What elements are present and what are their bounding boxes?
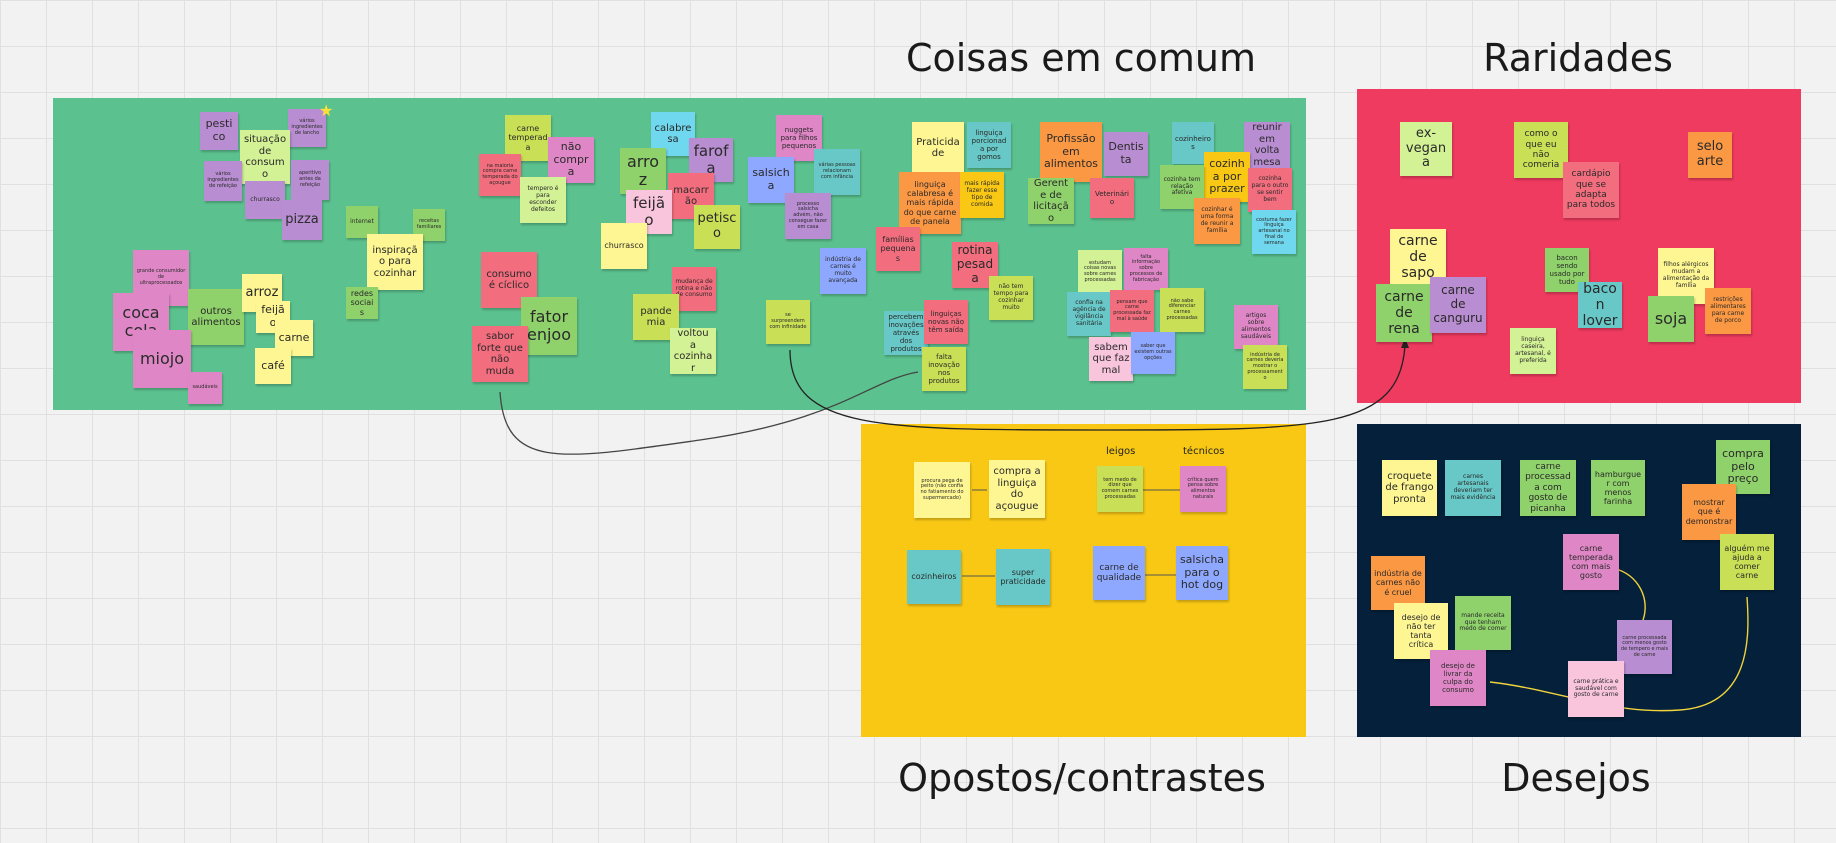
star-icon: ★ — [319, 103, 334, 120]
sticky-note[interactable]: Dentista — [1104, 132, 1148, 176]
sticky-note[interactable]: na maioria compra carne temperada do aço… — [479, 154, 521, 196]
sticky-note[interactable]: carne de rena — [1376, 284, 1432, 342]
sticky-note[interactable]: mudança de rotina e não de consumo — [672, 267, 716, 311]
sticky-note[interactable]: compra a linguiça do açougue — [989, 460, 1045, 518]
sticky-note[interactable]: pensam que carne processada faz mal à sa… — [1110, 290, 1154, 332]
sticky-note[interactable]: carne de canguru — [1430, 277, 1486, 333]
sticky-note[interactable]: pizza — [282, 200, 322, 240]
sticky-note[interactable]: carne processada com menos gosto de temp… — [1617, 620, 1672, 674]
sticky-note[interactable]: hamburguer com menos farinha — [1591, 460, 1645, 516]
sticky-note[interactable]: processo salsicha advém, não consegue fa… — [785, 193, 831, 239]
label-leigos: leigos — [1106, 446, 1136, 457]
sticky-note[interactable]: Veterinário — [1090, 178, 1134, 218]
sticky-note[interactable]: vários ingredientes de refeição — [204, 161, 242, 201]
sticky-note[interactable]: ex-vegana — [1400, 122, 1452, 176]
sticky-note[interactable]: linguiças novas não têm saída — [924, 300, 968, 344]
sticky-note[interactable]: churrasco — [245, 181, 285, 219]
sticky-note[interactable]: alguém me ajuda a comer carne — [1720, 534, 1774, 590]
sticky-note[interactable]: artigos sobre alimentos saudáveis — [1234, 305, 1278, 349]
sticky-note[interactable]: cozinha por prazer — [1204, 152, 1250, 202]
sticky-note[interactable]: café — [255, 348, 291, 384]
sticky-note[interactable]: tempero é para esconder defeitos — [520, 177, 566, 223]
sticky-note[interactable]: indústria de carnes não é cruel — [1371, 556, 1425, 610]
sticky-note[interactable]: procura pega de peito (não confia no fat… — [914, 462, 970, 518]
sticky-note[interactable]: linguiça caseira, artesanal, é preferida — [1510, 328, 1556, 374]
sticky-note[interactable]: petisco — [694, 205, 740, 249]
sticky-note[interactable]: aperitivo antes da refeição — [291, 160, 329, 200]
sticky-note[interactable]: cardápio que se adapta para todos — [1563, 162, 1619, 218]
sticky-note[interactable]: outros alimentos — [188, 289, 244, 345]
sticky-note[interactable]: selo arte — [1688, 132, 1732, 178]
sticky-note[interactable]: restrições alimentares para carne de por… — [1705, 288, 1751, 334]
sticky-note[interactable]: se surpreendem com infinidade — [766, 300, 810, 344]
sticky-note[interactable]: mais rápida fazer esse tipo de comida — [960, 172, 1004, 218]
sticky-note[interactable]: cozinheiros — [907, 550, 961, 604]
sticky-note[interactable]: carne processada com gosto de picanha — [1520, 460, 1576, 516]
sticky-note[interactable]: Profissão em alimentos — [1040, 122, 1102, 182]
sticky-note[interactable]: desejo de não ter tanta crítica — [1394, 603, 1448, 659]
sticky-note[interactable]: linguiça calabresa é mais rápida do que … — [899, 172, 961, 234]
label-tecnicos: técnicos — [1183, 446, 1225, 457]
title-opostos-contrastes: Opostos/contrastes — [898, 756, 1266, 800]
sticky-note[interactable]: percebem inovações através dos produtos — [884, 311, 928, 355]
sticky-note[interactable]: Praticidade — [912, 122, 964, 174]
sticky-note[interactable]: fator enjoo — [521, 297, 577, 355]
sticky-note[interactable]: não compra — [548, 137, 594, 183]
sticky-note[interactable]: como o que eu não comeria — [1514, 122, 1568, 178]
sticky-note[interactable]: croquete de frango pronta — [1382, 460, 1437, 516]
sticky-note[interactable]: carne de sapo — [1390, 229, 1446, 285]
sticky-note[interactable]: sabem que faz mal — [1089, 337, 1133, 381]
sticky-note[interactable]: internet — [346, 206, 378, 238]
sticky-note[interactable]: estudam coisas novas sobre carnes proces… — [1078, 250, 1122, 294]
sticky-note[interactable]: churrasco — [601, 223, 647, 269]
sticky-note[interactable]: carne de qualidade — [1093, 546, 1145, 600]
sticky-note[interactable]: salsicha para o hot dog — [1176, 546, 1228, 600]
sticky-note[interactable]: indústria de carnes é muito avançada — [820, 248, 866, 294]
sticky-note[interactable]: rotina pesada — [952, 242, 998, 288]
sticky-note[interactable]: super praticidade — [996, 549, 1050, 605]
sticky-note[interactable]: pestico — [200, 112, 238, 150]
sticky-note[interactable]: linguiça porcionada por gomos — [967, 122, 1011, 168]
sticky-note[interactable]: mande receita que tenham medo de comer — [1455, 596, 1511, 650]
sticky-note[interactable]: filhos alérgicos mudam a alimentação da … — [1658, 248, 1714, 304]
sticky-note[interactable]: saudáveis — [188, 372, 222, 404]
sticky-note[interactable]: cozinhar é uma forma de reunir a família — [1194, 198, 1240, 244]
title-desejos: Desejos — [1501, 756, 1651, 800]
sticky-note[interactable]: reunir em volta mesa — [1244, 122, 1290, 168]
sticky-note[interactable]: costuma fazer linguiça artesanal no fina… — [1252, 210, 1296, 254]
title-coisas-em-comum: Coisas em comum — [905, 36, 1257, 80]
sticky-note[interactable]: carnes artesanais deveriam ter mais evid… — [1445, 460, 1501, 516]
sticky-note[interactable]: situação de consumo — [240, 130, 290, 184]
sticky-note[interactable]: inspiração para cozinhar — [367, 234, 423, 290]
sticky-note[interactable]: não sabe diferenciar carnes processadas — [1160, 288, 1204, 332]
sticky-note[interactable]: miojo — [133, 330, 191, 388]
sticky-note[interactable]: confia na agência de vigilância sanitári… — [1067, 292, 1111, 336]
title-raridades: Raridades — [1483, 36, 1673, 80]
sticky-note[interactable]: soja — [1648, 296, 1694, 342]
sticky-note[interactable]: várias pessoas relacionam com infância — [814, 149, 860, 195]
sticky-note[interactable]: cozinha para o outro se sentir bem — [1248, 168, 1292, 212]
sticky-note[interactable]: carne temperada — [505, 115, 551, 161]
sticky-note[interactable]: carne prática e saudável com gosto de ca… — [1568, 661, 1624, 717]
sticky-note[interactable]: indústria de carnes deveria mostrar o pr… — [1243, 345, 1287, 389]
sticky-note[interactable]: falta inovação nos produtos — [922, 347, 966, 391]
sticky-note[interactable]: carne temperada com mais gosto — [1563, 534, 1619, 590]
sticky-note[interactable]: não tem tempo para cozinhar muito — [989, 276, 1033, 320]
sticky-note[interactable]: sabor forte que não muda — [472, 326, 528, 382]
sticky-note[interactable]: arroz — [620, 148, 666, 194]
sticky-note[interactable]: crítica quem pensa sobre alimentos natur… — [1180, 466, 1226, 512]
sticky-note[interactable]: mostrar que é demonstrar — [1682, 484, 1736, 540]
sticky-note[interactable]: tem medo de dizer que comem carnes proce… — [1097, 466, 1143, 512]
sticky-note[interactable]: Gerente de licitação — [1028, 178, 1074, 224]
sticky-note[interactable]: famílias pequenas — [876, 227, 920, 271]
sticky-note[interactable]: compra pelo preço — [1716, 440, 1770, 494]
sticky-note[interactable]: redes sociais — [346, 287, 378, 319]
sticky-note[interactable]: bacon lover — [1578, 282, 1622, 328]
sticky-note[interactable]: falta informação sobre processos de fabr… — [1124, 248, 1168, 290]
sticky-note[interactable]: saber que existem outras opções — [1131, 332, 1175, 374]
sticky-note[interactable]: desejo de livrar da culpa do consumo — [1430, 650, 1486, 706]
sticky-note[interactable]: vários ingredientes de lancho — [288, 109, 326, 147]
sticky-note[interactable]: voltou a cozinhar — [670, 328, 716, 374]
